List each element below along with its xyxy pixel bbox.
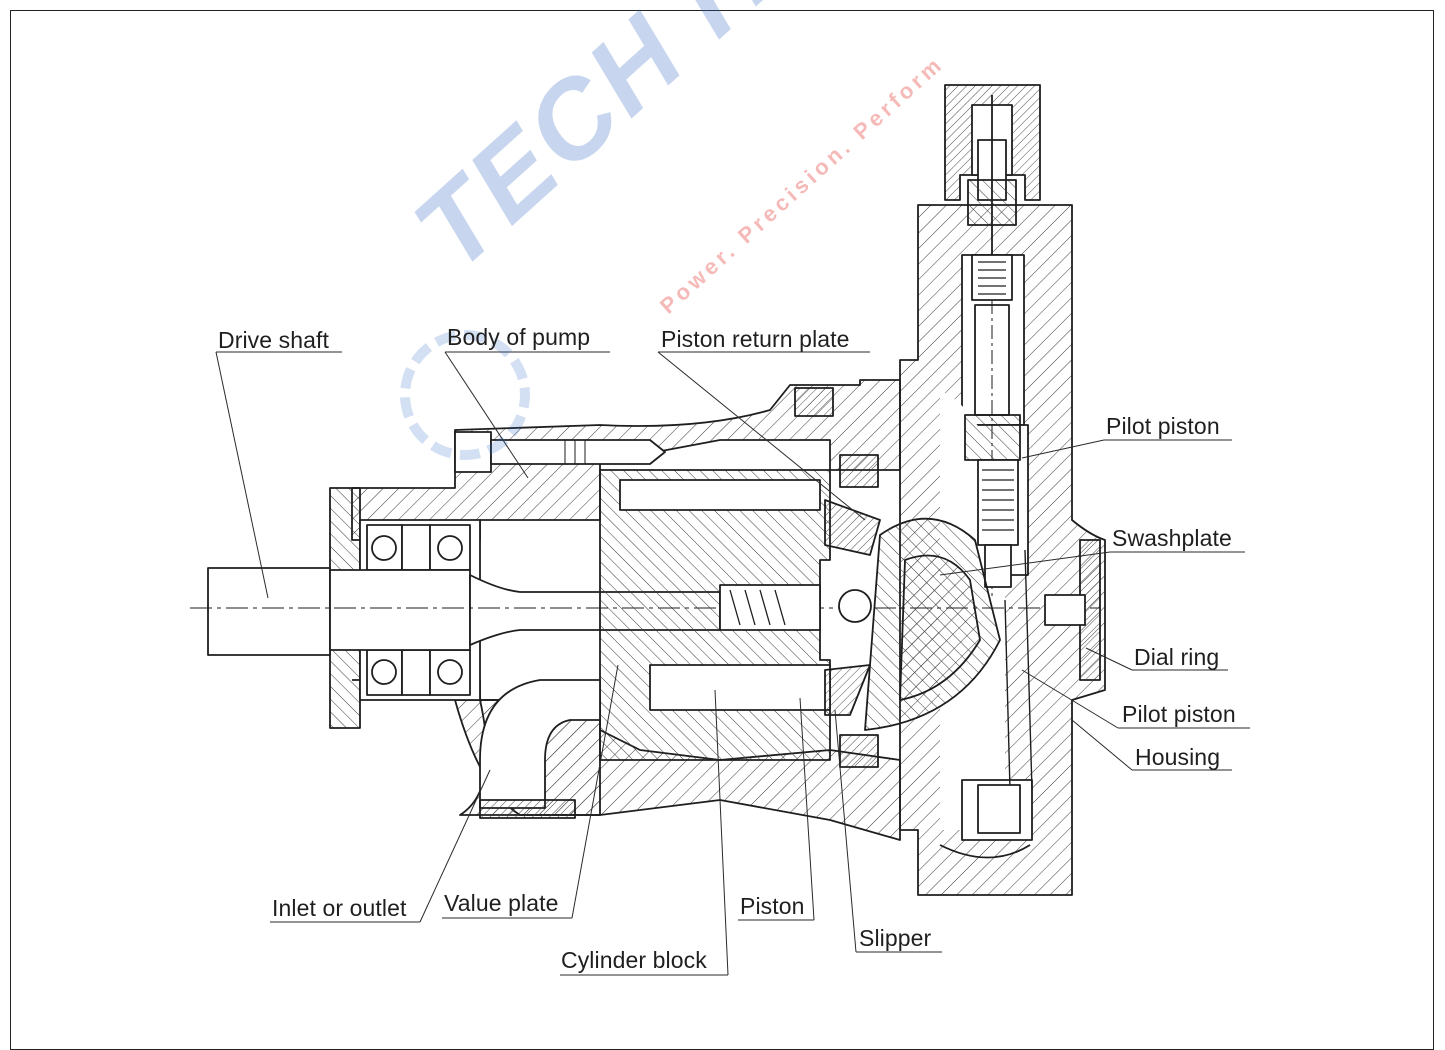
label-housing: Housing — [1135, 744, 1221, 770]
pilot-channel — [1004, 549, 1033, 791]
slipper-shape — [824, 454, 881, 768]
label-piston-return-plate: Piston return plate — [661, 326, 850, 352]
body-bolt — [454, 431, 666, 473]
lower-channel — [939, 844, 1031, 859]
label-cylinder-block: Cylinder block — [561, 947, 707, 973]
label-body-of-pump: Body of pump — [447, 324, 591, 350]
label-inlet-or-outlet: Inlet or outlet — [272, 895, 407, 921]
dial-ring-shape — [1044, 539, 1101, 681]
top-port — [794, 387, 834, 417]
inlet-elbow — [479, 679, 601, 819]
label-dial-ring: Dial ring — [1134, 644, 1220, 670]
pilot-piston-assembly — [964, 300, 1021, 600]
label-pilot-piston-top: Pilot piston — [1106, 413, 1220, 439]
lower-pilot-piston — [977, 784, 1021, 834]
bearings — [366, 524, 471, 696]
label-drive-shaft: Drive shaft — [218, 327, 330, 353]
leader-lines — [215, 351, 1250, 976]
label-slipper: Slipper — [859, 925, 932, 951]
label-value-plate: Value plate — [444, 890, 559, 916]
label-swashplate: Swashplate — [1112, 525, 1232, 551]
label-piston: Piston — [740, 893, 805, 919]
adjusting-cap — [944, 84, 1041, 301]
label-pilot-piston-bottom: Pilot piston — [1122, 701, 1236, 727]
